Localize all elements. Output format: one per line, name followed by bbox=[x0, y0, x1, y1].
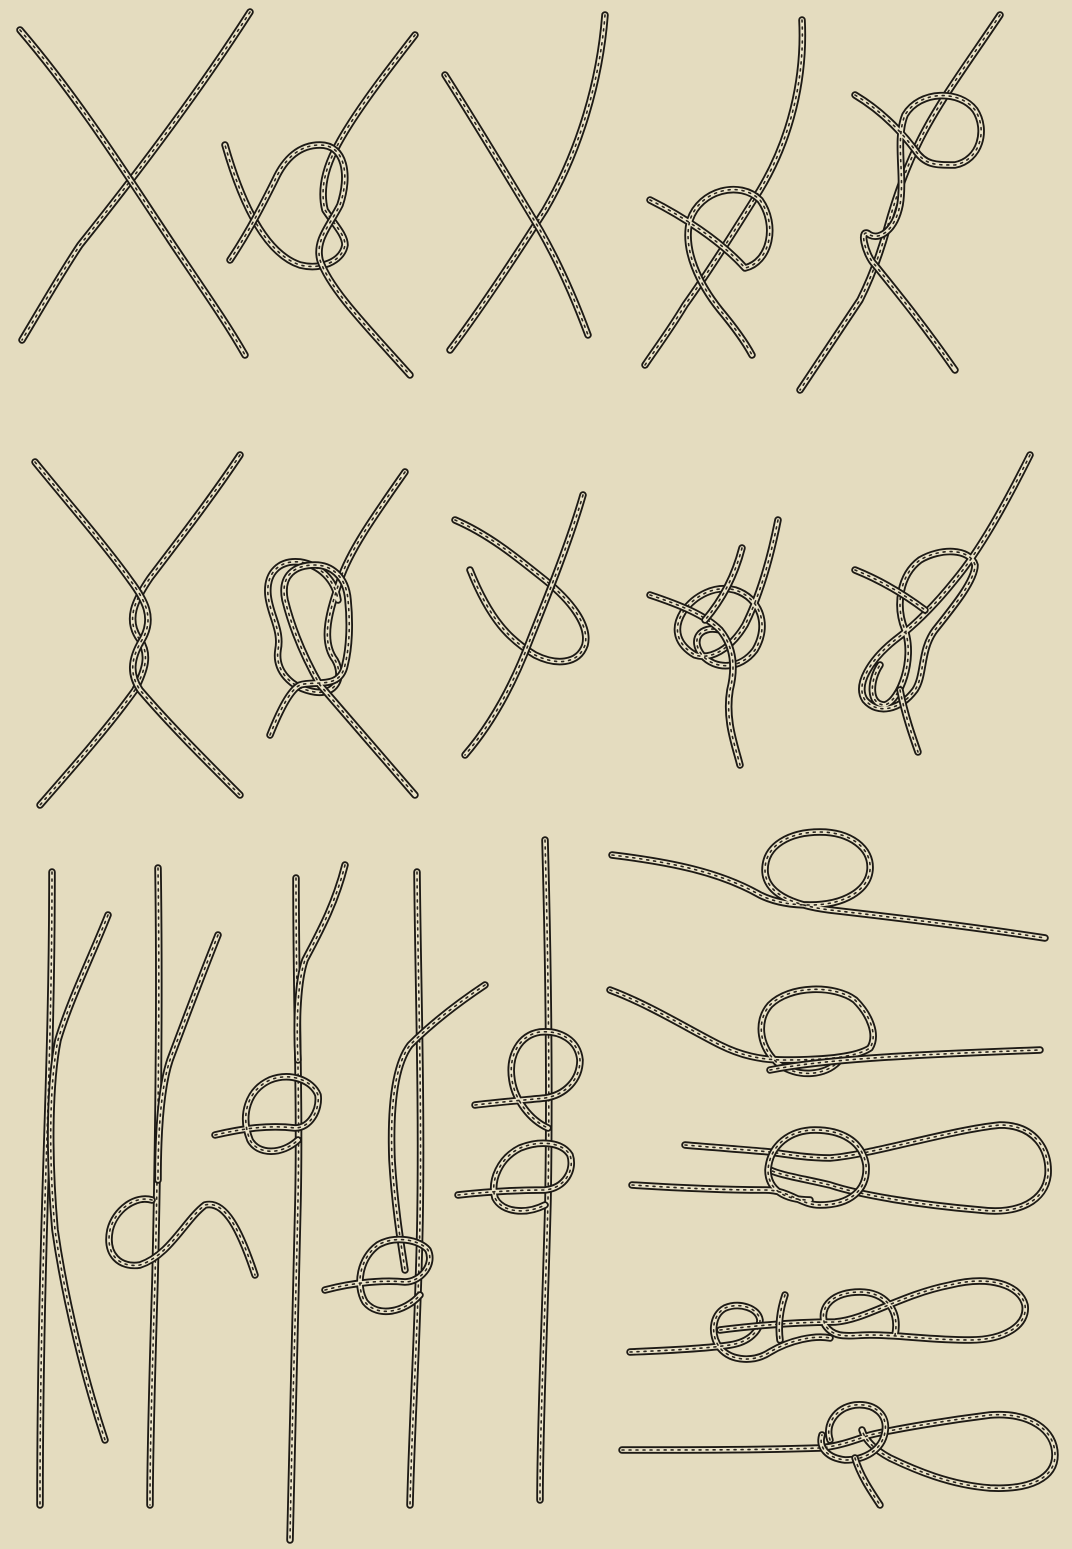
knot-plate-illustration bbox=[0, 0, 1072, 1549]
